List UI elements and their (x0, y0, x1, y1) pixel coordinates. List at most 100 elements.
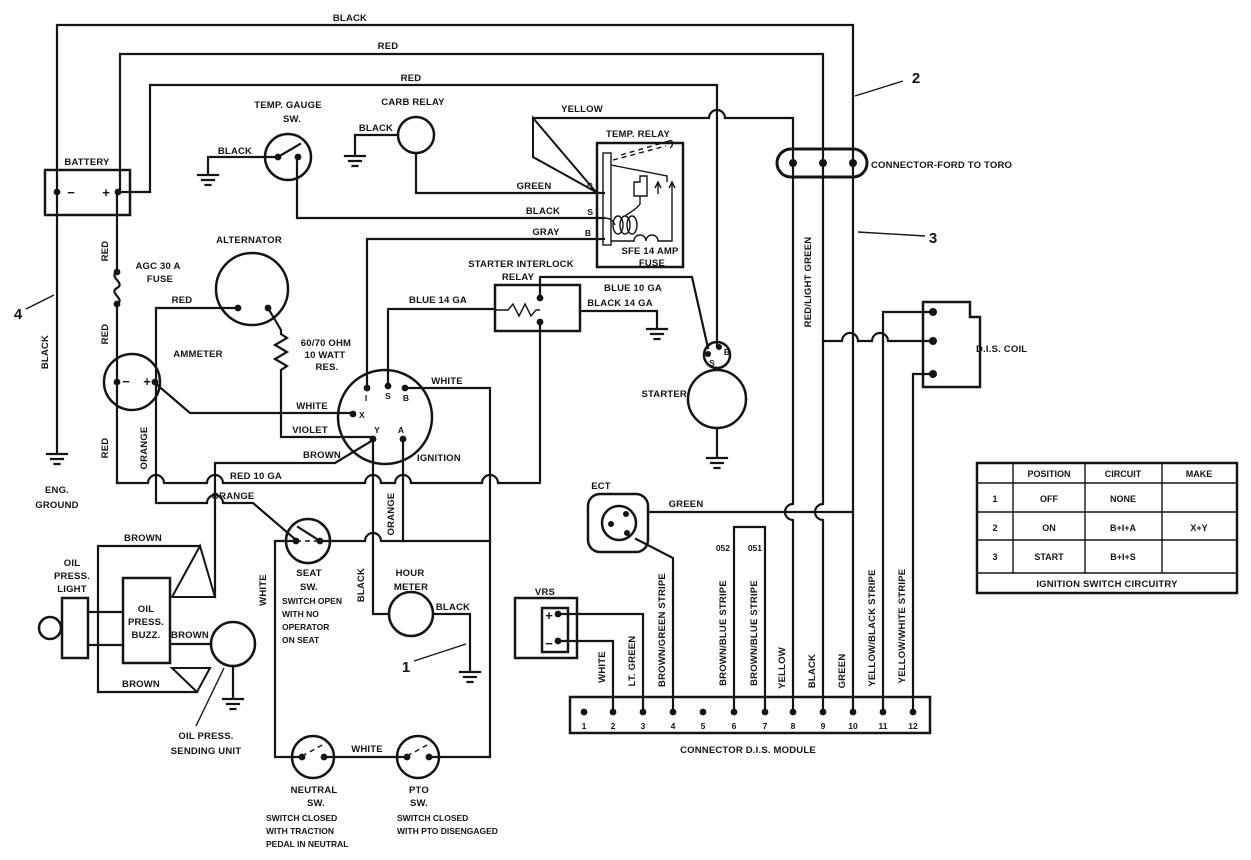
wire-black-14ga (578, 309, 659, 329)
wire-label-black-hour-left: BLACK (356, 568, 367, 602)
vrs-minus: − (545, 636, 553, 651)
ignition-term-a: A (398, 425, 404, 435)
pin-label-yellow: YELLOW (777, 647, 788, 689)
wire-label-red-v3: RED (100, 438, 111, 459)
pin-number: 12 (908, 721, 918, 731)
dis-module-connector (568, 695, 932, 735)
neutral-note-2: WITH TRACTION (266, 826, 334, 836)
pin-number: 3 (641, 721, 646, 731)
temp-relay-term-b: B (585, 228, 591, 238)
wire-label-white-b: WHITE (431, 376, 463, 387)
callout-2: 2 (912, 70, 920, 87)
wire-label-orange-a: ORANGE (386, 493, 397, 536)
wire-label-red-10ga: RED 10 GA (230, 471, 282, 482)
wire-brown (213, 438, 375, 599)
wire-label-red-alt: RED (172, 295, 193, 306)
table-cell: ON (1042, 523, 1056, 533)
ect-label: ECT (591, 481, 611, 492)
dis-coil (921, 300, 982, 389)
taper-brown-top (170, 543, 217, 598)
pin-label-yellow-black: YELLOW/BLACK STRIPE (867, 569, 878, 686)
temp-gauge-label-1: TEMP. GAUGE (254, 100, 321, 111)
wire-label-red-1: RED (378, 41, 399, 52)
carb-relay-label: CARB RELAY (381, 97, 445, 108)
pin-label-brown-green: BROWN/GREEN STRIPE (657, 573, 668, 687)
seat-lever (296, 525, 322, 543)
wire-label-white-loop: WHITE (258, 574, 269, 606)
wire-label-red-v2: RED (100, 324, 111, 345)
ground-icon (645, 327, 669, 341)
interlock-relay-box (493, 283, 582, 333)
pin-label-lt-green: LT. GREEN (627, 636, 638, 687)
interlock-label-1: STARTER INTERLOCK (468, 259, 574, 270)
sending-unit-label-2: SENDING UNIT (171, 746, 242, 757)
wire-fuse-riser (113, 190, 121, 485)
callout-leaders (25, 80, 926, 727)
pin-number: 7 (763, 721, 768, 731)
pin-number: 1 (582, 721, 587, 731)
ignition-term-x: X (359, 410, 365, 420)
pto-note-2: WITH PTO DISENGAGED (397, 826, 498, 836)
wires (55, 23, 935, 759)
taper-brown-bottom (169, 667, 212, 694)
agc-fuse-label-2: FUSE (147, 274, 173, 285)
wire-label-black-hour-right: BLACK (436, 602, 470, 613)
seat-switch (284, 517, 332, 565)
eng-ground-label-2: GROUND (35, 500, 78, 511)
wire-black-top (55, 23, 855, 454)
ford-toro-connector (775, 147, 869, 179)
wire-yellow (531, 108, 795, 165)
pto-note-1: SWITCH CLOSED (397, 813, 468, 823)
vrs-label: VRS (535, 587, 555, 598)
wire-label-brown: BROWN (303, 450, 341, 461)
temp-gauge-lever (276, 142, 302, 159)
table-cell: B+I+S (1110, 552, 1136, 562)
ect-connector (586, 492, 650, 554)
ground-icon (45, 452, 69, 466)
wire-label-brown-top: BROWN (124, 533, 162, 544)
temp-gauge-switch (263, 132, 313, 182)
table-cell: START (1034, 552, 1064, 562)
pin-number: 6 (732, 721, 737, 731)
wire-pin8 (783, 161, 795, 714)
oil-light-label-3: LIGHT (57, 584, 87, 595)
wire-label-black-top: BLACK (333, 13, 367, 24)
temp-relay-internals (602, 139, 676, 246)
components (37, 115, 982, 780)
pin-number: 9 (821, 721, 826, 731)
battery-minus: − (67, 185, 75, 200)
alternator (214, 251, 290, 327)
oil-press-light (37, 596, 90, 660)
seat-note-2: WITH NO (282, 609, 319, 619)
pin-number: 11 (879, 721, 888, 731)
ignition-label: IGNITION (417, 453, 461, 464)
table-footer: IGNITION SWITCH CIRCUITRY (1036, 579, 1178, 590)
seat-label-1: SEAT (296, 568, 321, 579)
oil-buzz-label-3: BUZZ. (132, 630, 161, 641)
temp-relay-term-c: C (587, 181, 593, 191)
pin-label-yellow-white: YELLOW/WHITE STRIPE (897, 569, 908, 684)
ammeter-plus: + (143, 374, 151, 389)
interlock-label-2: RELAY (502, 272, 535, 283)
ford-connector-label: CONNECTOR-FORD TO TORO (871, 160, 1012, 171)
pto-label-1: PTO (409, 785, 429, 796)
ground-icon (343, 154, 367, 168)
wire-green-temprelay-c (414, 151, 606, 195)
temp-gauge-label-2: SW. (283, 114, 301, 125)
neutral-switch (290, 734, 336, 780)
wire-label-violet: VIOLET (292, 425, 328, 436)
wire-label-green-ect: GREEN (669, 499, 704, 510)
wire-label-brown-mid: BROWN (171, 630, 209, 641)
ground-icon (458, 670, 482, 684)
wire-hourmeter-ground (431, 612, 472, 672)
wire-vrs-plus (556, 612, 645, 714)
wire-gray-ignition-i (365, 237, 606, 391)
table-header-position: POSITION (1027, 469, 1070, 479)
callout-1: 1 (402, 659, 410, 676)
pto-label-2: SW. (410, 798, 428, 809)
pin-label-brown-blue-1: BROWN/BLUE STRIPE (718, 580, 729, 686)
dis-coil-label: D.I.S. COIL (976, 344, 1027, 355)
callout-4: 4 (14, 306, 23, 323)
